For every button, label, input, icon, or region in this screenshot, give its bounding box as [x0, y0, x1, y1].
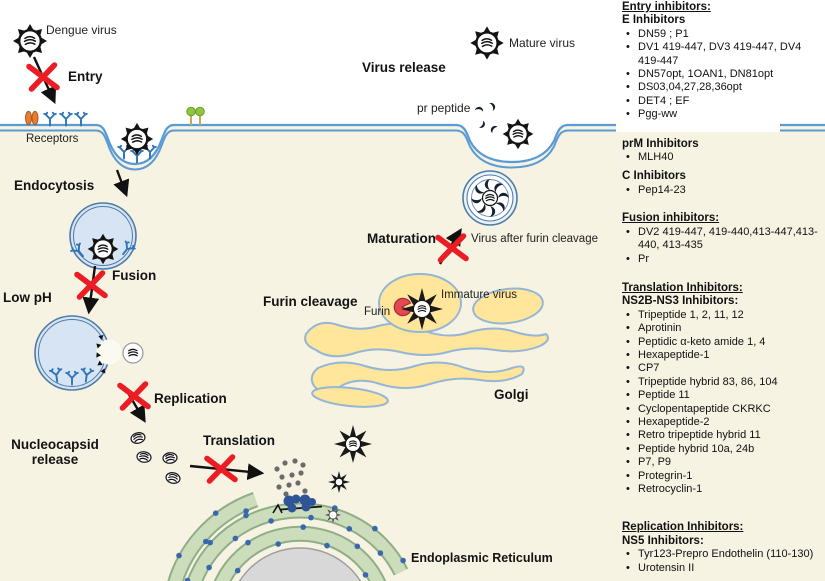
receptors-label: Receptors: [26, 133, 79, 145]
translation-label: Translation: [203, 433, 276, 448]
furin-label: Furin: [364, 306, 391, 318]
inhibitor-item: Peptide 11: [622, 389, 823, 403]
section-title: Fusion inhibitors:: [622, 212, 720, 225]
mature-virus-label: Mature virus: [509, 36, 576, 50]
fusion-label: Fusion: [112, 268, 157, 283]
inhibitor-item: Peptidic α-keto amide 1, 4: [622, 336, 823, 350]
endocytosis-arrow: [113, 169, 130, 198]
section-subtitle: prM Inhibitors: [622, 137, 699, 150]
inhibitor-section: Entry inhibitors:E InhibitorsDN59 ; P1DV…: [622, 1, 823, 122]
endoplasmic-reticulum-label: Endoplasmic Reticulum: [411, 551, 553, 565]
inhibitor-section: Fusion inhibitors:DV2 419-447, 419-440,4…: [622, 212, 823, 266]
section-subtitle: NS2B-NS3 Inhibitors:: [622, 295, 739, 308]
endoplasmic-reticulum-shape: [167, 492, 409, 581]
furin-cleavage-label: Furin cleavage: [263, 294, 358, 309]
inhibitor-item: Protegrin-1: [622, 470, 823, 484]
inhibitor-item: Peptide hybrid 10a, 24b: [622, 443, 823, 457]
entry-label: Entry: [68, 69, 103, 84]
immature-virus-icon: [401, 288, 443, 330]
inhibitor-item: Aprotinin: [622, 322, 823, 336]
inhibitor-section: Replication Inhibitors:NS5 Inhibitors:Ty…: [622, 521, 823, 575]
inhibitor-item: Pgg-ww: [622, 108, 823, 122]
inhibitor-item: Tripeptide 1, 2, 11, 12: [622, 309, 823, 323]
maturation-label: Maturation: [367, 231, 436, 246]
released-virus-icon: [503, 119, 534, 150]
inhibitor-item: DV2 419-447, 419-440,413-447,413-440, 41…: [622, 226, 823, 253]
virus-release-label: Virus release: [362, 60, 446, 75]
inhibitor-item: Urotensin II: [622, 562, 823, 576]
inhibitor-item: Cyclopentapeptide CKRKC: [622, 403, 823, 417]
amino-acid-dots: [274, 458, 308, 497]
inhibitor-item: DN57opt, 1OAN1, DN81opt: [622, 68, 823, 82]
nucleocapsid-release-label: Nucleocapsid release: [11, 437, 99, 467]
inhibitor-item: MLH40: [622, 151, 823, 165]
inhibitor-item: CP7: [622, 362, 823, 376]
plasma-membrane: [0, 123, 825, 171]
section-subtitle: C Inhibitors: [622, 170, 686, 183]
acidified-endosome: [34, 315, 122, 391]
section-subtitle: E Inhibitors: [622, 14, 686, 27]
inhibitor-item: Tyr123-Prepro Endothelin (110-130): [622, 548, 823, 562]
pr-peptide-label: pr peptide: [417, 101, 471, 115]
inhibitor-item: Tripeptide hybrid 83, 86, 104: [622, 376, 823, 390]
inhibitor-item: DS03,04,27,28,36opt: [622, 81, 823, 95]
inhibitor-item: Retro tripeptide hybrid 11: [622, 429, 823, 443]
nucleus: [238, 547, 362, 581]
dengue-virus-icon: [13, 24, 47, 58]
inhibitor-item: Pr: [622, 253, 823, 267]
section-title: Entry inhibitors:: [622, 1, 711, 13]
replication-label: Replication: [154, 391, 227, 406]
inhibitor-item: Hexapeptide-2: [622, 416, 823, 430]
er-budding-virus-icon: [325, 507, 341, 523]
inhibitor-item: P7, P9: [622, 456, 823, 470]
low-ph-label: Low pH: [3, 290, 52, 305]
furin-pacman-icon: [393, 297, 412, 317]
endosome: [69, 202, 137, 270]
inhibitor-item: Pep14-23: [622, 184, 823, 198]
endocytosis-label: Endocytosis: [14, 178, 95, 193]
inhibitor-item: DN59 ; P1: [622, 28, 823, 42]
dengue-virus-label: Dengue virus: [46, 23, 117, 37]
inhibitor-item: DV1 419-447, DV3 419-447, DV4 419-447: [622, 41, 823, 68]
golgi-label: Golgi: [494, 387, 529, 402]
er-virus-icon-large: [334, 425, 372, 463]
inhibitor-item: DET4 ; EF: [622, 95, 823, 109]
virus-after-furin-label: Virus after furin cleavage: [471, 233, 598, 245]
furin-cleaved-virus-vesicle: [462, 170, 518, 226]
immature-virus-label: Immature virus: [441, 289, 518, 301]
section-title: Translation Inhibitors:: [622, 281, 743, 294]
released-nucleocapsid-icon: [122, 342, 144, 364]
er-virus-icon-small: [328, 471, 350, 493]
section-title: Replication Inhibitors:: [622, 521, 744, 534]
section-subtitle: NS5 Inhibitors:: [622, 534, 704, 547]
inhibitor-section: C InhibitorsPep14-23: [622, 170, 823, 197]
inhibitor-section: prM InhibitorsMLH40: [622, 138, 823, 165]
inhibitor-section: Translation Inhibitors:NS2B-NS3 Inhibito…: [622, 282, 823, 497]
inhibitor-item: Retrocyclin-1: [622, 483, 823, 497]
ribosomes-on-mrna: [272, 494, 323, 514]
inhibitor-panel: Entry inhibitors:E InhibitorsDN59 ; P1DV…: [622, 1, 823, 575]
mature-virus-icon: [470, 26, 503, 59]
inhibitor-item: Hexapeptide-1: [622, 349, 823, 363]
cell-receptors: [25, 106, 206, 127]
